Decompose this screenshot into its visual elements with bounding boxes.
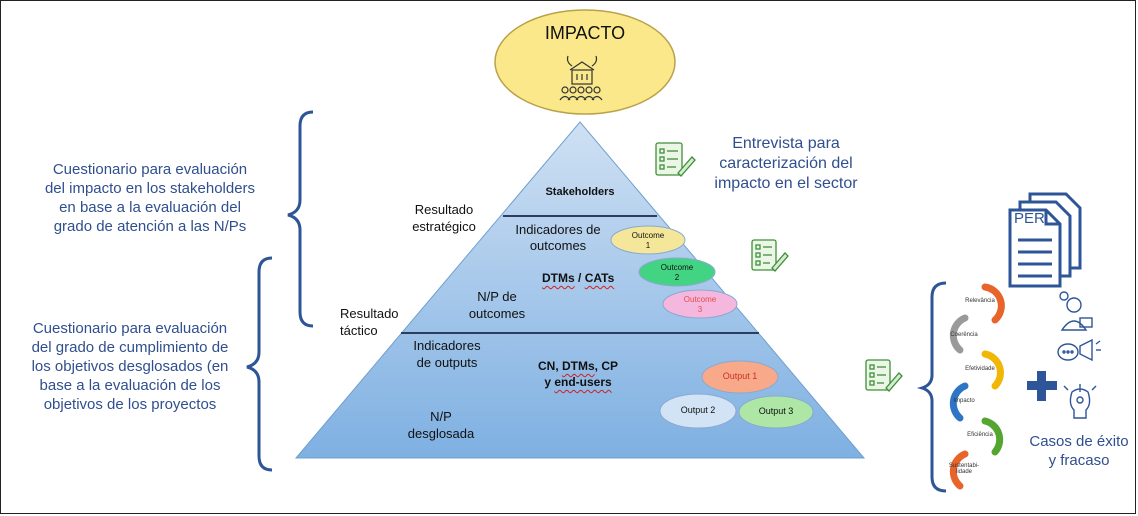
end-users-text: end-users — [554, 375, 612, 389]
cycle-label-eficiencia: Eficiência — [967, 432, 993, 438]
y-text: y — [544, 375, 555, 389]
casos-line: y fracaso — [1048, 452, 1110, 469]
output-3-label: Output 3 — [758, 406, 794, 416]
indicadores-outcomes-line: Indicadores de — [515, 222, 601, 237]
impact-questionnaire-note: Cuestionario para evaluación del impacto… — [10, 160, 290, 236]
bracket-icon — [246, 256, 273, 472]
document-icon — [1008, 192, 1082, 288]
cycle-label-efetividade: Efetividade — [965, 366, 995, 372]
level-line: Resultado — [414, 202, 474, 217]
np-outcomes-label: N/P de outcomes — [452, 288, 542, 322]
cn-text: CN, — [537, 359, 562, 373]
checklist-pen-icon — [865, 359, 903, 392]
dtms-cats-label: DTMs / CATs — [542, 271, 614, 285]
cn-dtms-cp-label: CN, DTMs, CP y end-users — [520, 358, 636, 390]
stakeholders-label: Stakeholders — [545, 186, 615, 198]
per-label: PER — [1014, 210, 1045, 227]
outcome-ellipse-1 — [610, 225, 686, 255]
indicadores-outcomes-line: outcomes — [529, 238, 587, 253]
outcome-line: Outcome — [660, 263, 694, 272]
dtms-text: DTMs — [561, 359, 595, 373]
np-desglosada-line: desglosada — [407, 426, 475, 441]
end-users-line: y end-users — [520, 374, 636, 390]
indicadores-outputs-line: Indicadores — [413, 338, 481, 353]
impact-title: IMPACTO — [544, 23, 626, 43]
dtms-text: DTMs — [542, 271, 575, 285]
speech-megaphone-icon — [1057, 338, 1101, 362]
impact-ellipse — [494, 9, 676, 115]
checklist-pen-icon — [751, 239, 789, 272]
cp-text: , CP — [594, 359, 618, 373]
outcome-line: 2 — [674, 273, 680, 282]
interview-line: impacto en el sector — [714, 175, 858, 192]
interview-note: Entrevista para caracterización del impa… — [696, 134, 876, 194]
bracket-icon — [916, 281, 947, 493]
cycle-icon — [949, 283, 1005, 490]
outcome-3-label: Outcome 3 — [670, 295, 730, 315]
cats-text: CATs — [584, 271, 615, 285]
cn-line: CN, DTMs, CP — [520, 358, 636, 374]
np-desglosada-label: N/P desglosada — [396, 408, 486, 442]
level-line: Resultado — [340, 306, 399, 321]
outcome-ellipse-3 — [662, 289, 738, 319]
community-icon — [559, 55, 603, 101]
checklist-pen-icon — [655, 142, 696, 177]
objectives-questionnaire-note: Cuestionario para evaluación del grado d… — [6, 319, 254, 414]
outcome-line: Outcome — [631, 231, 665, 240]
output-ellipse-2 — [659, 393, 737, 429]
note-line: Cuestionario para evaluación — [52, 161, 248, 178]
person-question-icon — [1059, 291, 1093, 331]
casos-line: Casos de éxito — [1029, 433, 1129, 450]
outcome-line: Outcome — [683, 295, 717, 304]
outcome-ellipse-2 — [638, 257, 716, 287]
cycle-label-coerencia: Coerência — [950, 332, 978, 338]
resultado-tactico-label: Resultado táctico — [340, 305, 399, 339]
np-outcomes-line: outcomes — [468, 306, 526, 321]
np-desglosada-line: N/P — [430, 409, 452, 424]
slash-text: / — [578, 271, 582, 285]
outcome-1-label: Outcome 1 — [618, 231, 678, 251]
interview-line: Entrevista para — [732, 135, 840, 152]
plus-icon — [1027, 371, 1057, 401]
note-line: Cuestionario para evaluación — [32, 320, 228, 337]
outcome-line: 1 — [645, 241, 651, 250]
note-line: grado de atención a las N/Ps — [53, 218, 247, 235]
interview-line: caracterización del — [719, 155, 853, 172]
indicadores-outputs-label: Indicadores de outputs — [402, 337, 492, 371]
indicadores-outputs-line: de outputs — [416, 355, 478, 370]
note-line: del grado de cumplimiento de — [31, 339, 229, 356]
output-ellipse-1 — [701, 360, 779, 394]
note-line: base a la evaluación de los — [39, 377, 221, 394]
cycle-label-impacto: Impacto — [953, 398, 975, 404]
cycle-label-sustentabilidade: Sustentabi-lidade — [948, 463, 980, 475]
output-1-label: Output 1 — [722, 371, 758, 381]
bracket-icon — [287, 110, 314, 328]
casos-exito-fracaso-label: Casos de éxito y fracaso — [1020, 432, 1138, 470]
resultado-estrategico-label: Resultado estratégico — [396, 201, 492, 235]
output-ellipse-3 — [738, 395, 814, 429]
outcome-line: 3 — [697, 305, 703, 314]
level-line: estratégico — [412, 219, 476, 234]
outcome-2-label: Outcome 2 — [647, 263, 707, 283]
output-2-label: Output 2 — [680, 405, 716, 415]
note-line: objetivos de los proyectos — [43, 396, 217, 413]
level-line: táctico — [340, 323, 378, 338]
note-line: del impacto en los stakeholders — [44, 180, 256, 197]
cycle-label-relevancia: Relevância — [965, 298, 995, 304]
np-outcomes-line: N/P de — [477, 289, 517, 304]
note-line: en base a la evaluación del — [59, 199, 241, 216]
indicadores-outcomes-label: Indicadores de outcomes — [498, 222, 618, 254]
note-line: los objetivos desglosados (en — [31, 358, 229, 375]
idea-head-icon — [1063, 384, 1097, 419]
